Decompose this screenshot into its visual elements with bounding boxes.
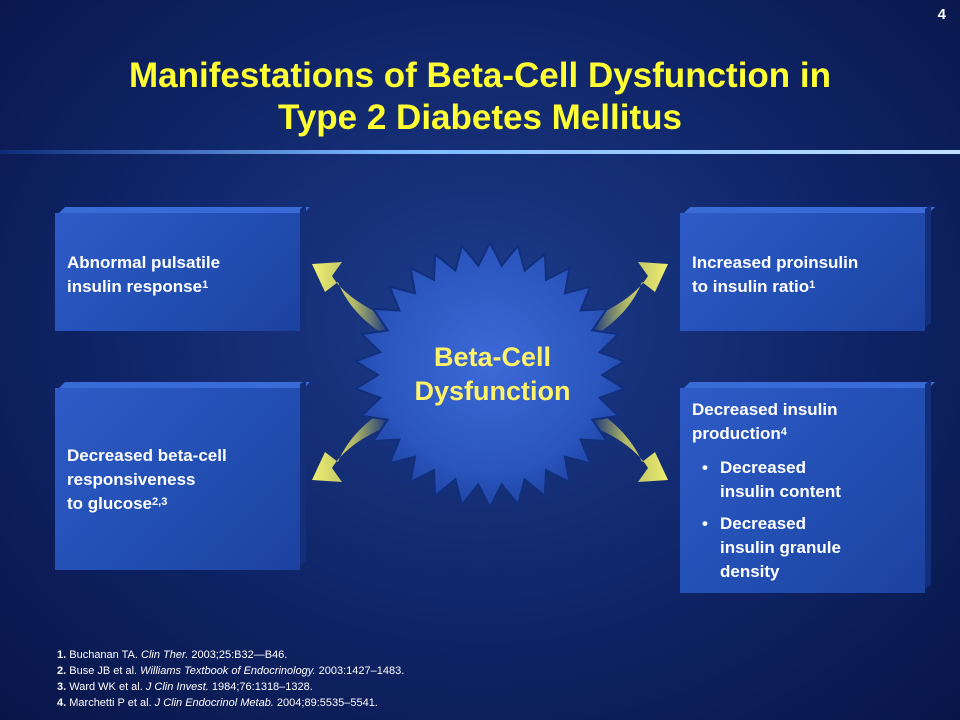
center-label-line-2: Dysfunction [414,376,571,406]
center-label: Beta-Cell Dysfunction [380,340,605,408]
box-increased-proinsulin: Increased proinsulin to insulin ratio1 [680,204,935,331]
bullet-insulin-content: Decreased insulin content [692,456,917,504]
reference-3: 3. Ward WK et al. J Clin Invest. 1984;76… [57,681,313,693]
box-decreased-responsiveness: Decreased beta-cell responsiveness to gl… [55,379,310,570]
box-bl-ref: 2,3 [152,496,168,508]
slide-title: Manifestations of Beta-Cell Dysfunction … [0,55,960,139]
reference-4: 4. Marchetti P et al. J Clin Endocrinol … [57,697,378,709]
arrow-bottom-right [592,410,668,482]
slide-number: 4 [937,6,946,23]
box-abnormal-pulsatile: Abnormal pulsatile insulin response1 [55,204,310,331]
reference-2: 2. Buse JB et al. Williams Textbook of E… [57,665,405,677]
title-line-2: Type 2 Diabetes Mellitus [278,98,682,137]
box-tl-line-1: Abnormal pulsatile [67,253,221,272]
arrow-top-right [592,262,668,335]
arrow-bottom-left [312,410,388,482]
box-tr-ref: 1 [809,279,816,291]
arrow-top-left [312,262,388,335]
box-tr-line-1: Increased proinsulin [692,253,859,272]
box-br-bullet-list: Decreased insulin content Decreased insu… [692,456,917,584]
box-tl-ref: 1 [202,279,209,291]
starburst-shape [353,240,627,510]
references: 1. Buchanan TA. Clin Ther. 2003;25:B32—B… [57,647,404,711]
bullet-insulin-granule: Decreased insulin granule density [692,512,917,584]
box-decreased-production: Decreased insulin production4 Decreased … [680,379,935,593]
reference-1: 1. Buchanan TA. Clin Ther. 2003;25:B32—B… [57,649,288,661]
box-br-line-2: production [692,424,781,443]
title-line-1: Manifestations of Beta-Cell Dysfunction … [129,56,831,95]
box-bl-line-1: Decreased beta-cell [67,446,227,465]
box-bl-line-2: responsiveness [67,470,196,489]
title-divider [0,150,960,154]
box-tl-line-2: insulin response [67,277,203,296]
box-br-ref: 4 [780,426,787,438]
box-br-line-1: Decreased insulin [692,400,838,419]
box-tr-line-2: to insulin ratio [692,277,810,296]
box-bl-line-3: to glucose [67,494,153,513]
center-label-line-1: Beta-Cell [433,342,552,372]
